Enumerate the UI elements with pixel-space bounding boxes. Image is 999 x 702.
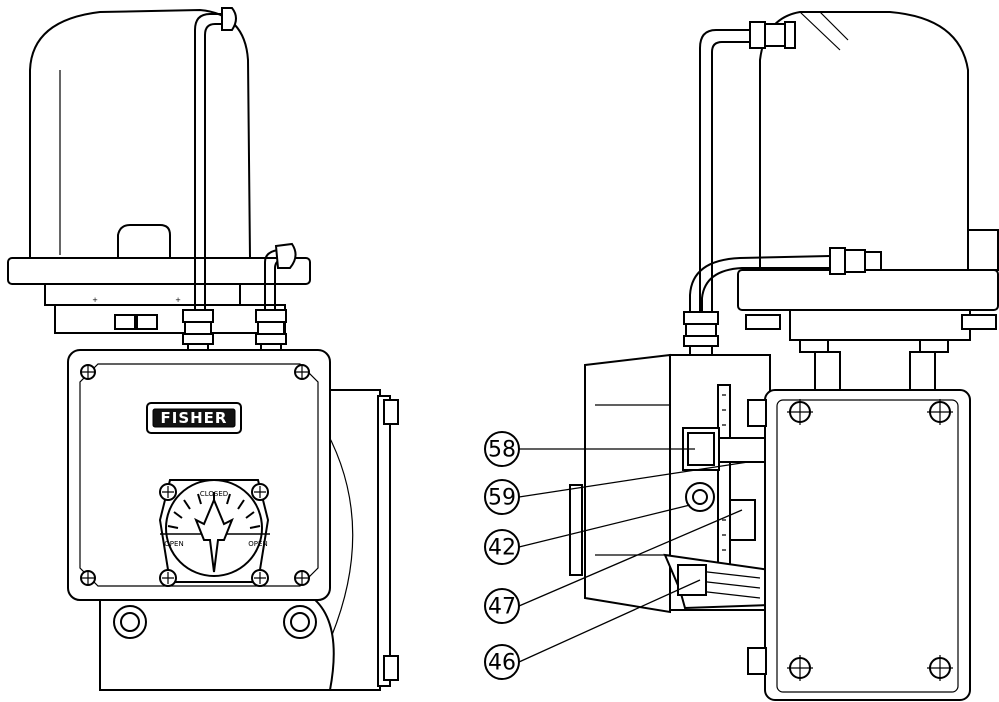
- right-main-housing: [764, 389, 971, 701]
- callout-47-label: 47: [488, 595, 516, 620]
- callout-46: 46: [484, 644, 520, 680]
- callout-58: 58: [484, 431, 520, 467]
- dial-closed-label: CLOSED: [200, 490, 228, 498]
- right-base-flange: [737, 269, 999, 311]
- left-top-cover: [29, 8, 252, 259]
- left-view: + +: [7, 7, 399, 691]
- dial-open-right-label: OPEN: [248, 540, 267, 548]
- callout-leaders: [518, 448, 749, 663]
- svg-text:+: +: [92, 296, 98, 304]
- svg-text:+: +: [175, 296, 181, 304]
- callout-59: 59: [484, 479, 520, 515]
- right-tubing: [699, 29, 751, 323]
- dial-open-left-label: OPEN: [164, 540, 183, 548]
- part-47: [729, 499, 756, 541]
- callouts: 58 59 42 47 46: [484, 431, 520, 680]
- right-view: [518, 11, 999, 701]
- right-housing-bolts: [787, 399, 953, 681]
- callout-59-label: 59: [488, 486, 516, 511]
- right-top-cover: [759, 11, 969, 271]
- left-cover-screws: [80, 364, 310, 586]
- position-dial: CLOSED OPEN OPEN: [158, 479, 270, 587]
- left-tubing: [194, 13, 226, 321]
- fisher-logo: FISHER: [146, 402, 242, 434]
- callout-42-label: 42: [488, 536, 516, 561]
- callout-42: 42: [484, 529, 520, 565]
- callout-47: 47: [484, 588, 520, 624]
- right-side-box: [584, 353, 671, 614]
- callout-58-label: 58: [488, 438, 516, 463]
- callout-46-label: 46: [488, 651, 516, 676]
- fisher-logo-text: FISHER: [161, 409, 228, 427]
